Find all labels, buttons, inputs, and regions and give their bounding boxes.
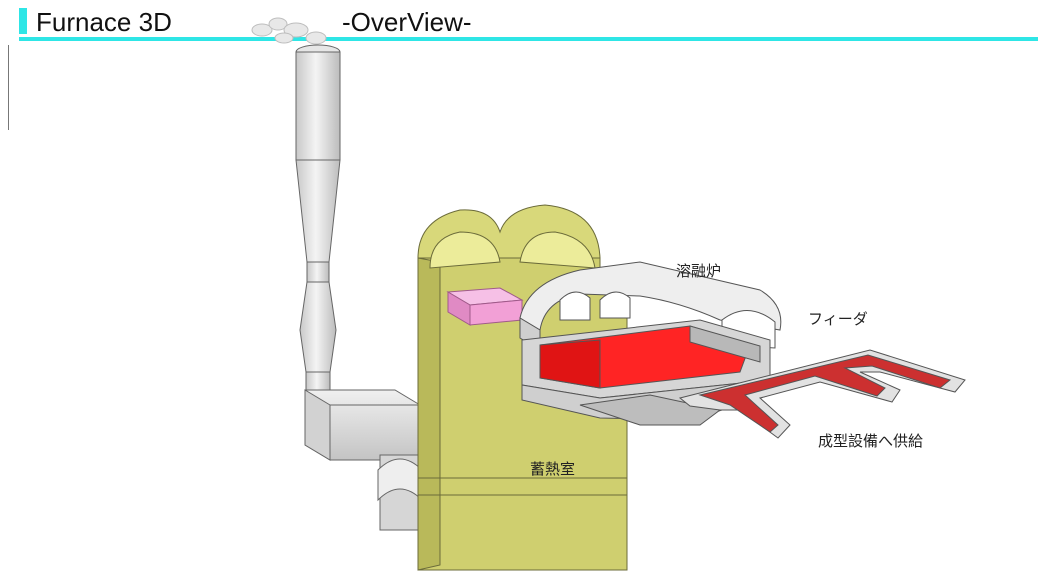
left-edge-line: [8, 45, 9, 130]
label-regenerator: 蓄熱室: [530, 461, 575, 478]
chimney-stack: [295, 44, 341, 396]
feeder-channels: [678, 349, 966, 439]
label-to-forming: 成型設備へ供給: [818, 433, 923, 450]
page-subtitle: -OverView-: [342, 7, 472, 37]
label-melting-furnace: 溶融炉: [676, 263, 721, 280]
label-feeder: フィーダ: [808, 311, 868, 328]
furnace-body: [521, 319, 771, 399]
page-title: Furnace 3D: [36, 7, 172, 37]
title-accent-bar: [19, 8, 27, 34]
title-underline: [19, 37, 1038, 41]
checker-pack: [446, 287, 524, 326]
smoke-puff: [251, 17, 327, 45]
flue-duct: [304, 389, 426, 531]
